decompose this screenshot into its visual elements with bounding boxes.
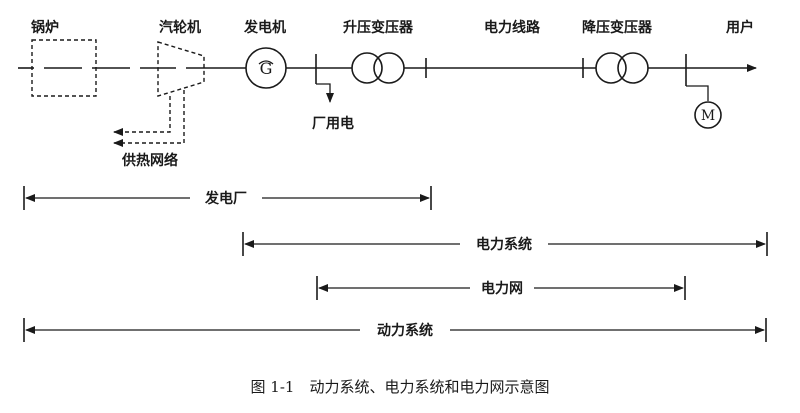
station-service-branch — [316, 83, 334, 103]
power-plant-label: 发电厂 — [204, 190, 247, 207]
motor-symbol — [694, 101, 722, 129]
heat-supply-network-label: 供热网络 — [121, 152, 178, 169]
boiler-box — [31, 39, 97, 97]
power-system-label: 电力系统 — [476, 236, 532, 253]
dynamic-system-label: 动力系统 — [377, 322, 433, 339]
step-up-transformer-coil-2 — [373, 52, 405, 84]
step-up-transformer-coil-1 — [351, 52, 383, 84]
motor-branch — [686, 85, 709, 101]
power-network-label: 电力网 — [481, 280, 523, 297]
turbine-shape — [157, 41, 205, 97]
station-service-label: 厂用电 — [312, 115, 354, 132]
user-label: 用户 — [726, 19, 754, 36]
heat-pipe-2 — [113, 90, 185, 147]
boiler-label: 锅炉 — [31, 19, 59, 36]
step-down-transformer-coil-2 — [617, 52, 649, 84]
step-down-transformer-coil-1 — [595, 52, 627, 84]
figure-caption: 图 1-1 动力系统、电力系统和电力网示意图 — [251, 378, 550, 396]
heat-pipe-1 — [113, 96, 171, 136]
motor-m-label: M — [701, 108, 715, 124]
step-up-transformer-label: 升压变压器 — [343, 19, 414, 36]
generator-tilde — [258, 60, 274, 65]
transmission-line-label: 电力线路 — [484, 19, 541, 36]
turbine-label: 汽轮机 — [159, 19, 201, 36]
generator-g-label: G — [260, 59, 273, 78]
generator-label: 发电机 — [243, 19, 286, 36]
step-down-transformer-label: 降压变压器 — [582, 19, 653, 36]
